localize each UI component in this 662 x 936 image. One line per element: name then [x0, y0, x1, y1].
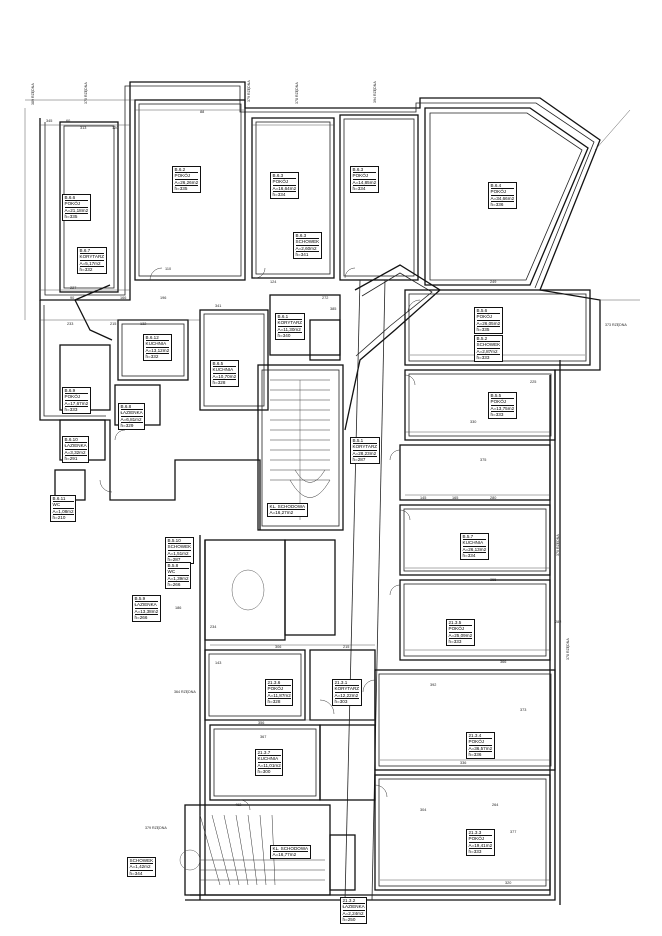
door-swings [99, 267, 421, 811]
elevation-note: 379 RZĘDNA [145, 826, 167, 830]
dimension-text: 143 [215, 661, 222, 665]
dimension-text: 462 [235, 803, 242, 807]
elevation-note: 389 RZĘDNA [31, 83, 35, 105]
dimension-text: 186 [175, 606, 182, 610]
dimension-text: 145 [420, 496, 427, 500]
elevation-note: 394 RZĘDNA [373, 81, 377, 103]
dimension-text: 373 [520, 708, 527, 712]
dimension-text: 196 [160, 296, 167, 300]
dimension-text: 60 [66, 119, 71, 123]
dimension-text: 234 [210, 625, 217, 629]
room-walls-right [344, 279, 556, 901]
dimension-text: 132 [140, 322, 147, 326]
elevation-note: 370 RZĘDNA [84, 82, 88, 104]
dimension-text: 330 [470, 420, 477, 424]
dimension-text: 90 [70, 296, 75, 300]
dimension-text: 375 [480, 458, 487, 462]
dimension-text: 356 [258, 721, 265, 725]
room-walls-lower [204, 539, 376, 801]
dimension-text: 313 [80, 126, 87, 130]
dimension-text: 282 [555, 620, 562, 624]
elevation-note: 379 RZĘDNA [247, 80, 251, 102]
dimension-text: 166 [120, 296, 127, 300]
dimension-text: 110 [165, 267, 172, 271]
dimension-lines [24, 99, 640, 881]
dimension-text: 249 [490, 280, 497, 284]
dimension-text: 336 [460, 761, 467, 765]
dimension-text: 366 [500, 660, 507, 664]
room-walls-top [59, 99, 589, 293]
dimension-text: 280 [490, 496, 497, 500]
dimension-text: 227 [70, 286, 77, 290]
dimension-text: 345 [46, 119, 53, 123]
dimension-text: 341 [215, 304, 222, 308]
dimension-text: 124 [270, 280, 277, 284]
elevation-note: 370 RZĘDNA [556, 534, 560, 556]
dimension-text: 367 [260, 735, 267, 739]
staircase-upper [257, 364, 344, 531]
dimension-text: 355 [490, 578, 497, 582]
dimension-text: 377 [510, 830, 517, 834]
dimension-text: 264 [492, 803, 499, 807]
dimension-text: 306 [275, 645, 282, 649]
elevation-note: 378 RZĘDNA [566, 638, 570, 660]
dimension-text: 320 [505, 881, 512, 885]
staircase-lower [179, 804, 356, 896]
dimension-text: 88 [200, 110, 205, 114]
elevation-note: 364 RZĘDNA [174, 690, 196, 694]
dimension-text: 215 [343, 645, 350, 649]
dimension-text: 225 [530, 380, 537, 384]
dimension-text: 233 [67, 322, 74, 326]
dimension-text: 120 [112, 126, 119, 130]
dimension-text: 165 [452, 496, 459, 500]
dimension-text: 392 [430, 683, 437, 687]
dimension-text: 385 [330, 307, 337, 311]
dimension-text: 304 [420, 808, 427, 812]
dimension-text: 215 [110, 322, 117, 326]
elevation-note: 373 RZĘDNA [605, 323, 627, 327]
dimension-text: 272 [322, 296, 329, 300]
elevation-note: 378 RZĘDNA [295, 82, 299, 104]
